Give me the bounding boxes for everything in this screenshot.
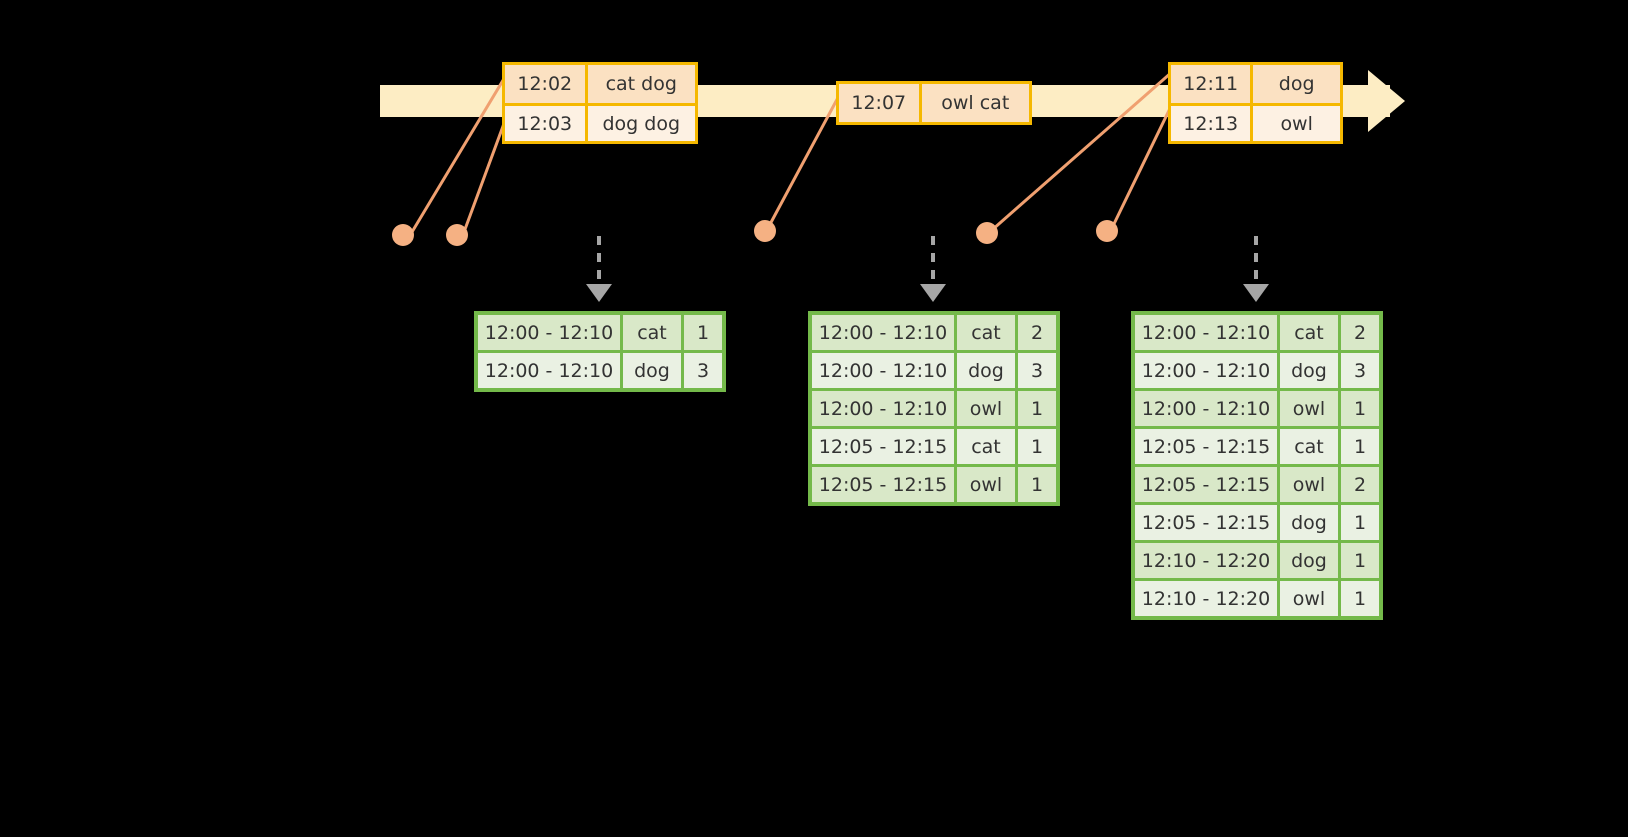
cell-window: 12:10 - 12:20 (1135, 543, 1277, 578)
cell-window: 12:00 - 12:10 (812, 391, 954, 426)
arrow-head (586, 284, 612, 302)
cell-key: owl (957, 467, 1015, 502)
table-row: 12:00 - 12:10 cat 2 (1135, 315, 1379, 350)
cell-key: dog (957, 353, 1015, 388)
cell-count: 1 (1341, 429, 1379, 464)
cell-key: dog (1280, 543, 1338, 578)
table-row: 12:00 - 12:10 dog 3 (478, 353, 722, 388)
cell-count: 1 (684, 315, 722, 350)
event-row: 12:02 cat dog (505, 65, 695, 103)
cell-key: cat (957, 429, 1015, 464)
cell-count: 1 (1018, 467, 1056, 502)
table-row: 12:05 - 12:15 owl 1 (812, 467, 1056, 502)
cell-key: dog (1280, 505, 1338, 540)
table-row: 12:00 - 12:10 dog 3 (1135, 353, 1379, 388)
cell-count: 1 (1341, 543, 1379, 578)
table-row: 12:10 - 12:20 owl 1 (1135, 581, 1379, 616)
cell-window: 12:05 - 12:15 (1135, 429, 1277, 464)
event-payload: dog dog (587, 106, 695, 141)
event-row: 12:11 dog (1171, 65, 1340, 103)
cell-window: 12:00 - 12:10 (478, 353, 620, 388)
event-group-2: 12:07 owl cat (836, 81, 1032, 125)
table-row: 12:00 - 12:10 cat 2 (812, 315, 1056, 350)
result-table-1: 12:00 - 12:10 cat 1 12:00 - 12:10 dog 3 (474, 311, 726, 392)
arrow-shaft (597, 236, 601, 286)
event-payload: dog (1253, 65, 1340, 103)
arrow-shaft (1254, 236, 1258, 286)
event-dot-1 (392, 224, 414, 246)
cell-window: 12:00 - 12:10 (478, 315, 620, 350)
cell-window: 12:05 - 12:15 (1135, 505, 1277, 540)
cell-key: dog (1280, 353, 1338, 388)
arrow-head (920, 284, 946, 302)
cell-key: owl (1280, 581, 1338, 616)
cell-window: 12:05 - 12:15 (1135, 467, 1277, 502)
table-row: 12:05 - 12:15 cat 1 (812, 429, 1056, 464)
cell-key: owl (1280, 467, 1338, 502)
event-group-3: 12:11 dog 12:13 owl (1168, 62, 1343, 144)
table-row: 12:05 - 12:15 dog 1 (1135, 505, 1379, 540)
cell-key: owl (957, 391, 1015, 426)
cell-window: 12:00 - 12:10 (812, 315, 954, 350)
event-time: 12:02 (505, 65, 588, 103)
table-row: 12:10 - 12:20 dog 1 (1135, 543, 1379, 578)
event-dot-2 (446, 224, 468, 246)
cell-window: 12:00 - 12:10 (1135, 391, 1277, 426)
table-row: 12:00 - 12:10 cat 1 (478, 315, 722, 350)
cell-window: 12:00 - 12:10 (1135, 353, 1277, 388)
cell-count: 1 (1341, 581, 1379, 616)
table-row: 12:00 - 12:10 owl 1 (1135, 391, 1379, 426)
cell-window: 12:05 - 12:15 (812, 467, 954, 502)
cell-count: 2 (1018, 315, 1056, 350)
event-payload: cat dog (587, 65, 695, 103)
event-time: 12:07 (839, 84, 922, 122)
table-row: 12:00 - 12:10 dog 3 (812, 353, 1056, 388)
cell-key: owl (1280, 391, 1338, 426)
table-row: 12:05 - 12:15 owl 2 (1135, 467, 1379, 502)
event-time: 12:13 (1171, 106, 1254, 141)
cell-count: 1 (1018, 429, 1056, 464)
cell-count: 1 (1018, 391, 1056, 426)
result-table-3: 12:00 - 12:10 cat 2 12:00 - 12:10 dog 3 … (1131, 311, 1383, 620)
event-row: 12:13 owl (1171, 103, 1340, 141)
event-time: 12:03 (505, 106, 588, 141)
cell-window: 12:10 - 12:20 (1135, 581, 1277, 616)
event-time: 12:11 (1171, 65, 1254, 103)
table-row: 12:00 - 12:10 owl 1 (812, 391, 1056, 426)
table-row: 12:05 - 12:15 cat 1 (1135, 429, 1379, 464)
cell-key: cat (957, 315, 1015, 350)
event-dot-4 (976, 222, 998, 244)
event-row: 12:03 dog dog (505, 103, 695, 141)
cell-window: 12:00 - 12:10 (1135, 315, 1277, 350)
arrow-head (1243, 284, 1269, 302)
event-payload: owl (1253, 106, 1340, 141)
cell-count: 1 (1341, 391, 1379, 426)
cell-count: 3 (684, 353, 722, 388)
cell-key: cat (623, 315, 681, 350)
arrow-shaft (931, 236, 935, 286)
stream-timeline-arrowhead (1368, 70, 1405, 132)
event-dot-5 (1096, 220, 1118, 242)
cell-key: cat (1280, 429, 1338, 464)
event-row: 12:07 owl cat (839, 84, 1029, 122)
cell-count: 2 (1341, 315, 1379, 350)
cell-count: 1 (1341, 505, 1379, 540)
event-payload: owl cat (921, 84, 1029, 122)
event-dot-3 (754, 220, 776, 242)
event-group-1: 12:02 cat dog 12:03 dog dog (502, 62, 698, 144)
cell-key: cat (1280, 315, 1338, 350)
cell-count: 2 (1341, 467, 1379, 502)
cell-key: dog (623, 353, 681, 388)
cell-window: 12:05 - 12:15 (812, 429, 954, 464)
cell-count: 3 (1018, 353, 1056, 388)
cell-window: 12:00 - 12:10 (812, 353, 954, 388)
result-table-2: 12:00 - 12:10 cat 2 12:00 - 12:10 dog 3 … (808, 311, 1060, 506)
cell-count: 3 (1341, 353, 1379, 388)
